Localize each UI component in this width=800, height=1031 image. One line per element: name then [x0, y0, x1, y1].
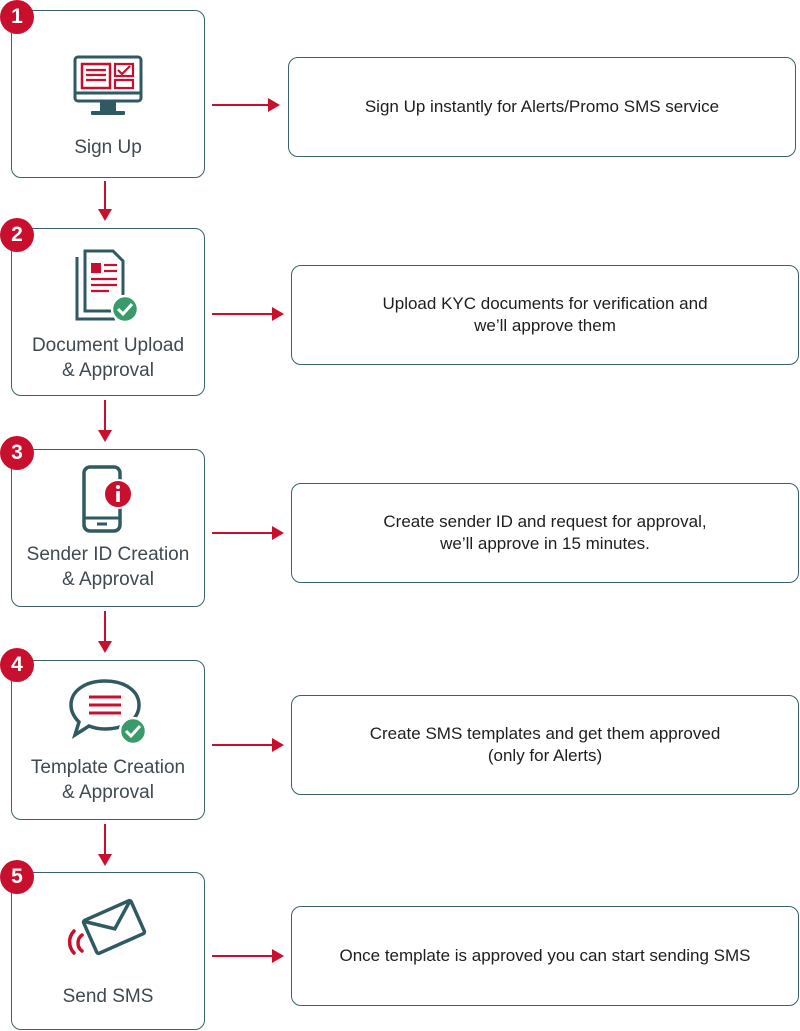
arrow-step-3-to-desc: [212, 526, 284, 540]
arrow-step-2-to-3: [98, 400, 112, 442]
step-4-description: Create SMS templates and get them approv…: [291, 695, 799, 795]
arrow-step-4-to-5: [98, 824, 112, 866]
step-2-box: Document Upload & Approval: [11, 228, 205, 396]
chat-check-icon: [69, 679, 148, 746]
step-5-box: Send SMS: [11, 872, 205, 1030]
step-1-description: Sign Up instantly for Alerts/Promo SMS s…: [288, 57, 796, 157]
step-5-badge: 5: [0, 860, 34, 894]
document-check-icon: [75, 249, 140, 324]
step-3-description: Create sender ID and request for approva…: [291, 483, 799, 583]
step-4-box: Template Creation & Approval: [11, 660, 205, 820]
arrow-step-4-to-desc: [212, 738, 284, 752]
step-2-label: Document Upload & Approval: [31, 335, 185, 381]
step-3-label: Sender ID Creation & Approval: [26, 544, 190, 590]
step-2-description: Upload KYC documents for verification an…: [291, 265, 799, 365]
step-5-label: Send SMS: [62, 986, 154, 1007]
step-4-badge: 4: [0, 648, 34, 682]
arrow-step-5-to-desc: [212, 949, 284, 963]
step-3-box: Sender ID Creation & Approval: [11, 449, 205, 607]
arrow-step-3-to-4: [98, 611, 112, 653]
step-3-badge: 3: [0, 436, 34, 470]
arrow-step-1-to-2: [98, 181, 112, 221]
envelope-send-icon: [67, 898, 147, 956]
arrow-step-1-to-desc: [212, 98, 280, 112]
step-5-description: Once template is approved you can start …: [291, 906, 799, 1006]
step-1-badge: 1: [0, 0, 34, 34]
step-2-badge: 2: [0, 218, 34, 252]
arrow-step-2-to-desc: [212, 307, 284, 321]
step-1-box: Sign Up: [11, 10, 205, 178]
step-4-label: Template Creation & Approval: [30, 757, 186, 803]
computer-form-icon: [73, 55, 143, 115]
step-1-label: Sign Up: [74, 137, 142, 158]
phone-info-icon: [82, 465, 133, 533]
